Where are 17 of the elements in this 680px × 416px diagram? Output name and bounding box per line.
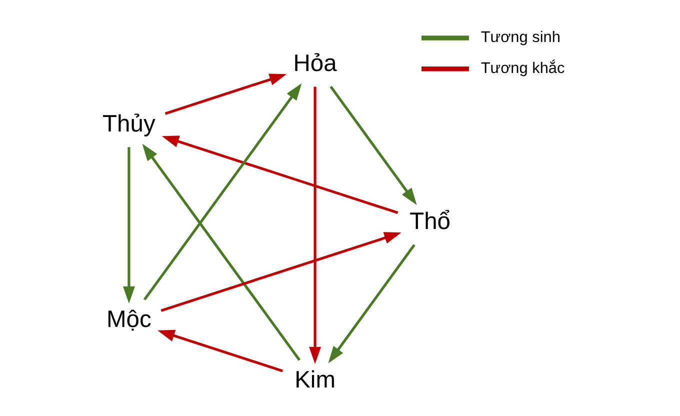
legend-label: Tương sinh (480, 29, 560, 46)
node-text: Mộc (106, 306, 151, 333)
legend-label: Tương khắc (480, 60, 564, 77)
arrow (142, 144, 300, 361)
arrow (328, 244, 415, 364)
node-text: Thổ (409, 209, 450, 236)
arrow (142, 83, 302, 300)
arrow (164, 74, 286, 115)
arrow (122, 147, 134, 304)
node-text: Thủy (102, 111, 155, 138)
arrow (160, 232, 401, 312)
arrow (308, 86, 321, 364)
arrow (161, 136, 398, 214)
node-text: Hỏa (292, 50, 336, 77)
arrow (157, 330, 283, 372)
arrow (329, 86, 416, 205)
node-text: Kim (294, 367, 335, 394)
